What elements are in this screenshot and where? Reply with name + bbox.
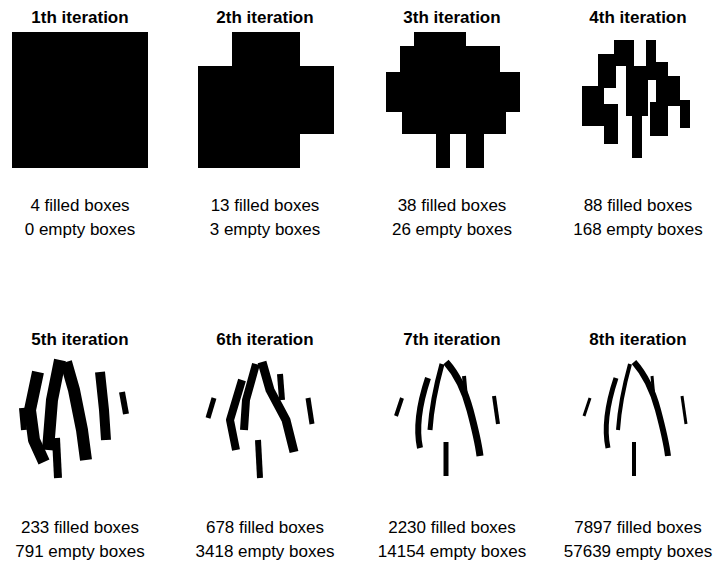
iteration-title: 4th iteration xyxy=(543,8,718,28)
box-count: 3 empty boxes xyxy=(170,220,360,240)
box-count: 678 filled boxes xyxy=(170,518,360,538)
box-count: 13 filled boxes xyxy=(170,196,360,216)
box-count: 57639 empty boxes xyxy=(543,542,718,562)
iteration-title: 1th iteration xyxy=(0,8,175,28)
box-count: 233 filled boxes xyxy=(0,518,175,538)
box-count: 88 filled boxes xyxy=(543,196,718,216)
box-count: 14154 empty boxes xyxy=(357,542,547,562)
iteration-title: 5th iteration xyxy=(0,330,175,350)
box-count: 791 empty boxes xyxy=(0,542,175,562)
box-count: 168 empty boxes xyxy=(543,220,718,240)
iteration-title: 2th iteration xyxy=(170,8,360,28)
iteration-title: 6th iteration xyxy=(170,330,360,350)
box-count: 2230 filled boxes xyxy=(357,518,547,538)
box-count: 26 empty boxes xyxy=(357,220,547,240)
box-count: 4 filled boxes xyxy=(0,196,175,216)
iteration-title: 7th iteration xyxy=(357,330,547,350)
iteration-title: 8th iteration xyxy=(543,330,718,350)
box-count: 3418 empty boxes xyxy=(170,542,360,562)
box-count: 0 empty boxes xyxy=(0,220,175,240)
box-count: 7897 filled boxes xyxy=(543,518,718,538)
iteration-title: 3th iteration xyxy=(357,8,547,28)
box-count: 38 filled boxes xyxy=(357,196,547,216)
